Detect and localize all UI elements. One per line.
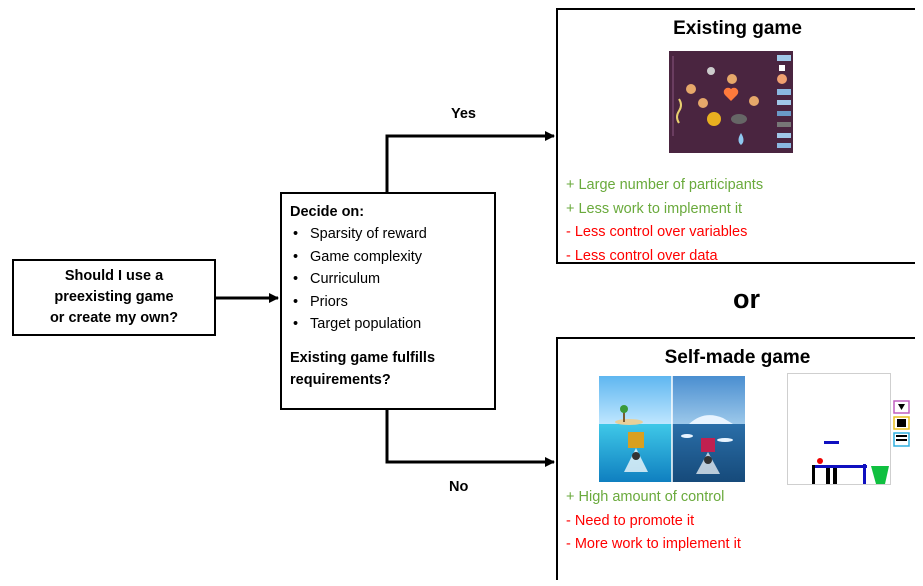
arrow-yes — [385, 131, 555, 192]
criteria-item: Game complexity — [290, 246, 486, 269]
or-label: or — [733, 284, 760, 314]
existing-game-box: Existing game + Large number of particip… — [556, 8, 915, 264]
no-label: No — [449, 479, 469, 495]
self-made-game-title: Self-made game — [664, 347, 811, 368]
existing-game-screenshot — [669, 51, 793, 153]
platform-game-screenshot — [787, 373, 910, 485]
decide-title: Decide on: — [290, 204, 365, 220]
decide-box: Decide on: Sparsity of reward Game compl… — [280, 192, 496, 410]
question-line: preexisting game — [54, 289, 174, 305]
con-point: - Need to promote it — [566, 512, 695, 529]
pro-point: + Less work to implement it — [566, 200, 743, 217]
decision-question: Existing game fulfills requirements? — [290, 347, 486, 391]
yes-label: Yes — [451, 106, 476, 122]
arrow-no — [385, 410, 555, 467]
race-game-screenshot — [599, 376, 745, 482]
criteria-item: Target population — [290, 313, 486, 336]
con-point: - Less control over variables — [566, 224, 748, 240]
decision-question-line: Existing game fulfills — [290, 349, 436, 366]
criteria-item: Sparsity of reward — [290, 223, 486, 246]
pro-point: + Large number of participants — [566, 177, 764, 193]
existing-game-title: Existing game — [673, 18, 802, 39]
con-point: - Less control over data — [566, 247, 718, 264]
decision-question-line: requirements? — [290, 371, 391, 388]
self-made-game-points: + High amount of control - Need to promo… — [566, 486, 741, 557]
criteria-item: Priors — [290, 291, 486, 314]
question-box: Should I use a preexisting game or creat… — [12, 259, 216, 336]
question-line: or create my own? — [49, 310, 179, 326]
criteria-list: Sparsity of reward Game complexity Curri… — [290, 223, 486, 336]
pro-point: + High amount of control — [566, 489, 725, 505]
self-made-game-box: Self-made game — [556, 337, 915, 580]
existing-game-points: + Large number of participants + Less wo… — [566, 174, 763, 268]
criteria-item: Curriculum — [290, 268, 486, 291]
question-line: Should I use a — [64, 268, 164, 284]
con-point: - More work to implement it — [566, 536, 741, 552]
